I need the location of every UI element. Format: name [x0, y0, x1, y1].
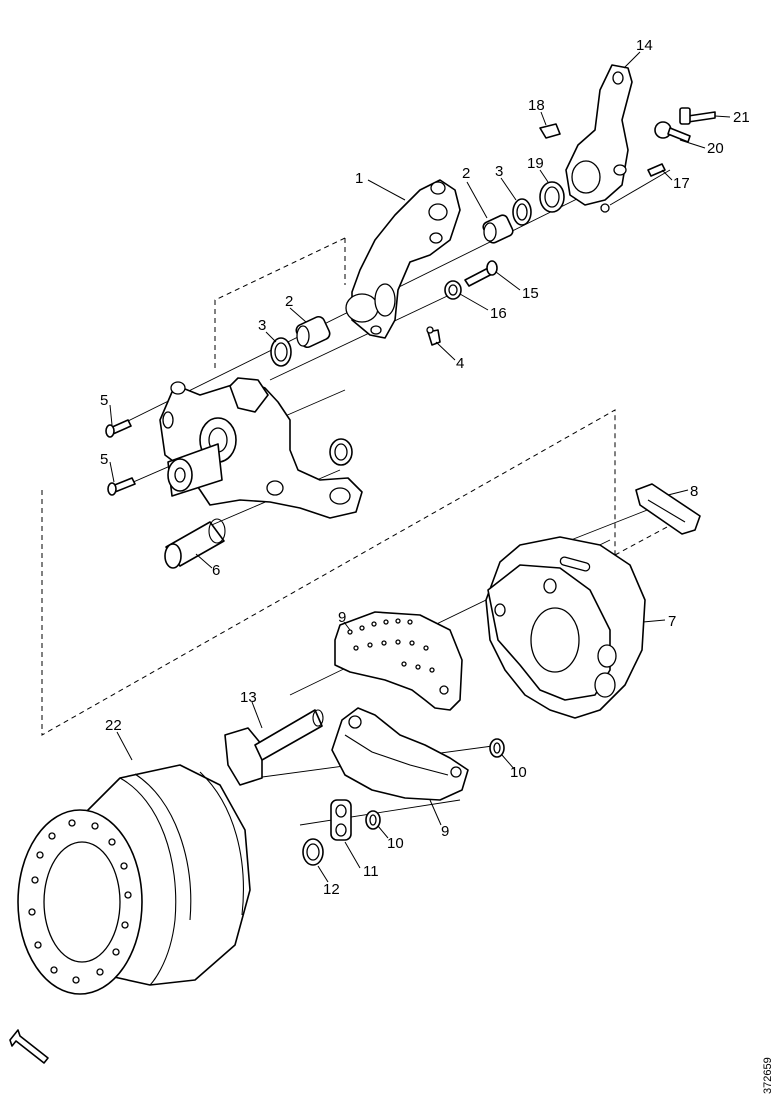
bolts-5 [105, 419, 136, 496]
callout-19: 19 [527, 155, 544, 172]
callout-5-upper: 5 [100, 392, 108, 409]
cover-plate-8 [635, 483, 701, 535]
washer-16 [444, 280, 462, 300]
dashed-alignment-lines [41, 237, 681, 736]
callout-14: 14 [636, 37, 653, 54]
callout-13: 13 [240, 689, 257, 706]
brake-backplate [485, 536, 646, 719]
washer-10-lower [365, 810, 381, 830]
stub-axle-knuckle [159, 377, 363, 519]
callout-6: 6 [212, 562, 220, 579]
steering-arm [345, 179, 461, 339]
callout-1: 1 [355, 170, 363, 187]
lever-14 [565, 64, 633, 213]
callout-11: 11 [363, 863, 379, 880]
bearing-19 [539, 181, 565, 213]
callout-21: 21 [733, 109, 750, 126]
bolt-17 [647, 163, 666, 177]
brake-drum-22 [17, 764, 251, 995]
callout-16: 16 [490, 305, 507, 322]
upper-seal [512, 198, 532, 226]
washer-10-right [489, 738, 505, 758]
brake-shoe-lower [331, 707, 469, 801]
grease-nipple-4 [426, 326, 441, 346]
direction-arrow-icon [9, 1029, 49, 1064]
upper-bushing [482, 214, 514, 244]
lower-seal [270, 337, 292, 367]
callout-2-upper: 2 [462, 165, 470, 182]
lower-bushing [295, 315, 331, 349]
callout-4: 4 [456, 355, 464, 372]
callout-labels: 1 2 2 3 3 4 5 5 6 7 8 9 9 10 10 11 12 13… [100, 37, 750, 898]
callout-12: 12 [323, 881, 340, 898]
plate-11 [330, 799, 352, 841]
callout-20: 20 [707, 140, 724, 157]
s-cam-shaft-13 [224, 709, 324, 786]
brake-shoe-upper [334, 611, 463, 711]
callout-2-lower: 2 [285, 293, 293, 310]
callout-10-lower: 10 [387, 835, 404, 852]
callout-3-lower: 3 [258, 317, 266, 334]
callout-5-lower: 5 [100, 451, 108, 468]
callout-8: 8 [690, 483, 698, 500]
king-pin-6 [164, 518, 226, 569]
callout-3-upper: 3 [495, 163, 503, 180]
callout-7: 7 [668, 613, 676, 630]
callout-15: 15 [522, 285, 539, 302]
callout-17: 17 [673, 175, 690, 192]
leader-lines [109, 51, 731, 883]
callout-9-lower: 9 [441, 823, 449, 840]
seal-12 [302, 838, 324, 866]
callout-10-right: 10 [510, 764, 527, 781]
callout-22: 22 [105, 717, 122, 734]
bolt-21 [679, 107, 716, 125]
seal-ring-right [329, 438, 353, 466]
clip-18 [539, 123, 561, 139]
callout-18: 18 [528, 97, 545, 114]
drawing-code: 372659 [762, 1057, 774, 1094]
bolt-15 [464, 260, 498, 287]
fitting-20 [654, 121, 691, 143]
callout-9-upper: 9 [338, 609, 346, 626]
